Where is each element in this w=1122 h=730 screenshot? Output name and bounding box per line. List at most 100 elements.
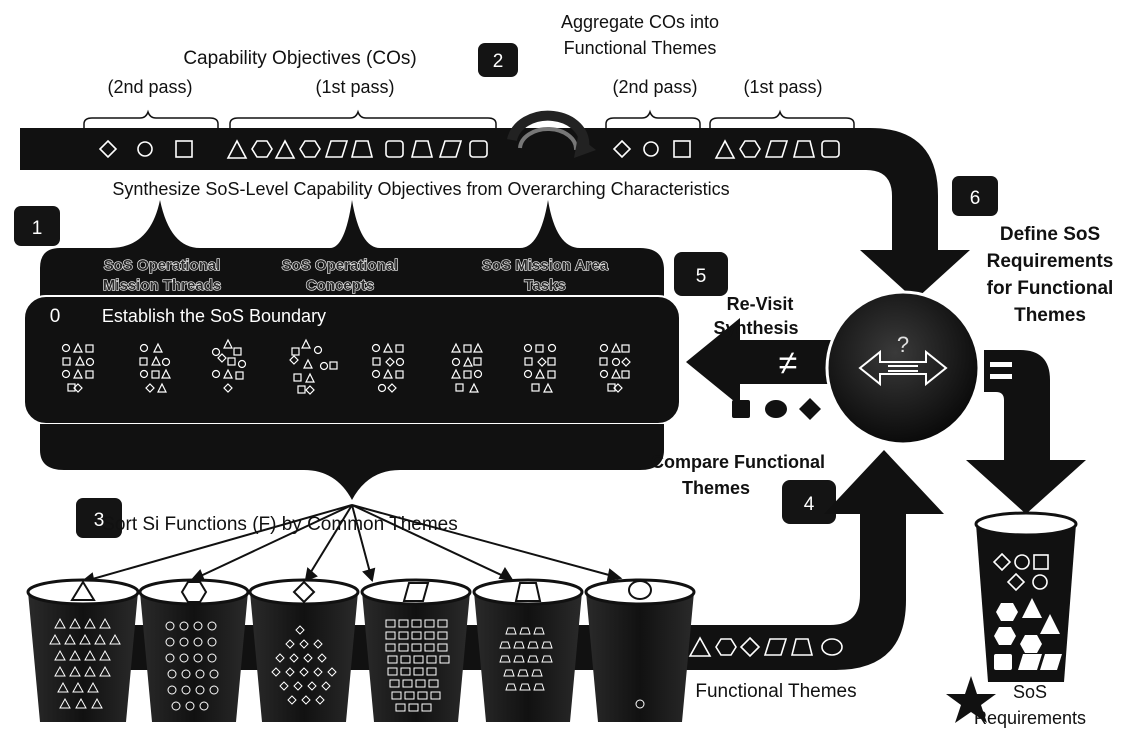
sos-requirements-label-line2: Requirements — [974, 708, 1086, 728]
triangle-icon — [688, 636, 712, 657]
system-cluster-6 — [451, 342, 483, 393]
rounded-square-icon — [469, 140, 488, 158]
triangle-icon — [70, 580, 96, 601]
op-concepts-label-line1: SoS Operational — [282, 257, 399, 274]
establish-boundary-label: Establish the SoS Boundary — [102, 306, 326, 326]
hexagon-icon — [180, 581, 208, 603]
parallelogram-icon — [763, 638, 788, 656]
system-cluster-4 — [289, 338, 338, 395]
step-badge-5: 5 — [674, 252, 728, 296]
circle-icon — [765, 400, 787, 418]
step-badge-1: 1 — [14, 206, 60, 246]
svg-text:1: 1 — [32, 218, 43, 239]
mission-area-label-line2: Tasks — [524, 277, 565, 294]
step-badge-2: 2 — [478, 43, 518, 77]
parallelogram-icon — [1018, 654, 1042, 670]
functional-theme-shapes — [688, 636, 843, 658]
system-cluster-5 — [371, 342, 405, 393]
parallelogram-icon — [764, 140, 789, 158]
trapezoid-icon — [790, 638, 814, 656]
triangle-icon — [226, 139, 248, 159]
star-icon — [946, 676, 996, 723]
trapezoid-icon — [792, 140, 816, 158]
circle-icon — [1014, 554, 1030, 570]
mission-threads-label-line1: SoS Operational — [104, 257, 221, 274]
hexagon-icon — [299, 140, 321, 158]
hexagon-icon — [739, 140, 761, 158]
aggregate-label-line1: Aggregate COs into — [561, 12, 719, 32]
triangle-icon — [1022, 598, 1042, 618]
first-pass-left-label: (1st pass) — [315, 77, 394, 97]
step-badge-3: 3 — [76, 498, 122, 538]
bucket-hexagons — [138, 578, 250, 722]
top-conveyor-band — [20, 128, 970, 300]
mission-area-label-line1: SoS Mission Area — [482, 257, 609, 274]
step-badge-4: 4 — [782, 480, 836, 524]
svg-text:2: 2 — [493, 51, 504, 72]
parallelogram-icon — [438, 140, 463, 158]
bucket-diamonds — [248, 578, 360, 722]
top-band-icons-2nd-pass-right — [612, 139, 691, 159]
define-label-line1: Define SoS — [1000, 224, 1100, 245]
synthesize-label: Synthesize SoS-Level Capability Objectiv… — [112, 179, 729, 199]
question-box-icon — [673, 140, 691, 158]
capability-objectives-label: Capability Objectives (COs) — [183, 48, 416, 69]
sort-arrows — [79, 504, 623, 586]
define-label-line3: for Functional — [987, 278, 1114, 299]
square-icon — [732, 400, 750, 418]
circle-icon — [1032, 574, 1048, 590]
circle-icon — [643, 141, 659, 157]
revisit-label-line1: Re-Visit — [727, 294, 794, 314]
diamond-icon — [292, 580, 316, 604]
svg-text:3: 3 — [94, 510, 105, 531]
op-concepts-label-line2: Concepts — [306, 277, 374, 294]
sort-funnel — [40, 424, 664, 500]
sos-requirements-bucket — [974, 511, 1078, 682]
trapezoid-icon — [514, 582, 542, 602]
diamond-icon — [98, 139, 118, 159]
comparison-circle — [825, 290, 981, 446]
svg-text:5: 5 — [696, 266, 707, 287]
revisit-label-line2: Synthesis — [713, 318, 798, 338]
hexagon-icon — [1020, 635, 1042, 653]
hexagon-icon — [715, 638, 737, 656]
top-band-icons-2nd-pass-left — [98, 139, 193, 159]
second-pass-right-label: (2nd pass) — [612, 77, 697, 97]
hexagon-icon — [994, 627, 1016, 645]
system-icon-clusters — [61, 338, 631, 395]
system-cluster-1 — [61, 342, 95, 393]
question-box-icon — [1033, 554, 1049, 570]
revisit-arrow — [686, 318, 840, 406]
aggregate-cycle-icon — [507, 110, 596, 158]
diamond-icon — [992, 552, 1012, 572]
first-pass-right-label: (1st pass) — [743, 77, 822, 97]
sos-requirements-label-line1: SoS — [1013, 682, 1047, 702]
trapezoid-icon — [410, 140, 434, 158]
svg-text:4: 4 — [804, 494, 815, 515]
hexagon-icon — [251, 140, 273, 158]
braces — [83, 109, 855, 130]
bucket-circles — [584, 578, 696, 722]
question-mark-icon: ? — [897, 332, 909, 357]
compare-label-line1: Compare Functional — [651, 452, 825, 472]
top-band-icons-1st-pass-right — [714, 139, 840, 159]
step-badge-0: 0 — [50, 306, 61, 327]
diamond-icon — [799, 398, 821, 420]
top-band-icons-1st-pass-left — [226, 139, 488, 159]
triangle-icon — [274, 139, 296, 159]
synthesis-funnel-top — [40, 200, 664, 300]
not-equal-sign: ≠ — [779, 344, 798, 382]
functional-themes-label: Functional Themes — [695, 681, 856, 702]
parallelogram-icon — [1040, 654, 1062, 670]
triangle-icon — [714, 139, 736, 159]
comparison-shapes — [732, 398, 821, 420]
rounded-square-icon — [385, 140, 404, 158]
triangle-icon — [1040, 614, 1060, 634]
system-cluster-2 — [139, 342, 171, 393]
circle-icon — [628, 580, 652, 600]
square-icon — [994, 654, 1012, 670]
system-cluster-7 — [523, 343, 557, 393]
compare-label-line2: Themes — [682, 478, 750, 498]
circle-icon — [137, 141, 153, 157]
second-pass-left-label: (2nd pass) — [107, 77, 192, 97]
